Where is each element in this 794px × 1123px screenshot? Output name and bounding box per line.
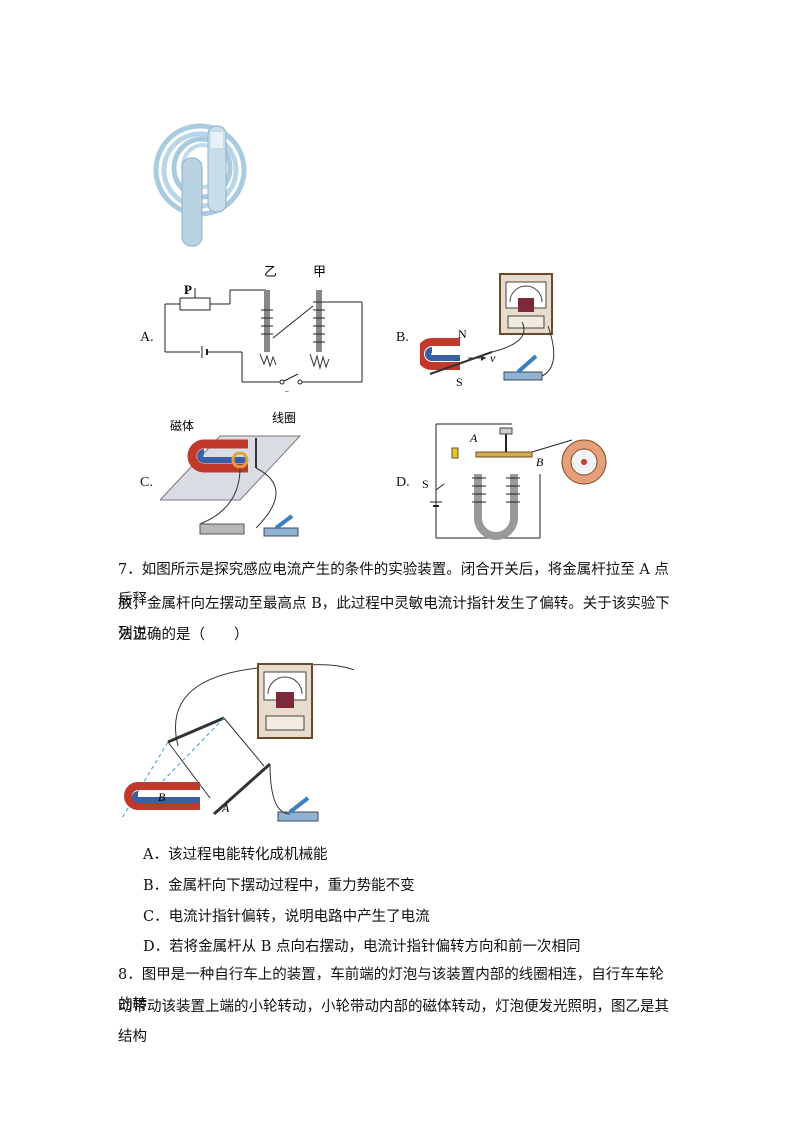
switch-s-label: S xyxy=(422,477,429,491)
point-a-label: A xyxy=(221,801,230,815)
question-7-stem-line-1: 7．如图所示是探究感应电流产生的条件的实验装置。闭合开关后，将金属杆拉至 A 点… xyxy=(118,562,669,608)
jump-rope-image xyxy=(153,123,247,247)
question-7-choice-b: B．金属杆向下摆动过程中，重力势能不变 xyxy=(143,878,415,894)
question-7-choice-a: A．该过程电能转化成机械能 xyxy=(143,847,328,863)
question-8-stem-line-2: 动带动该装置上端的小轮转动，小轮带动内部的磁体转动，灯泡便发光照明，图乙是其结构 xyxy=(118,999,669,1045)
question-7-choice-d: D．若将金属杆从 B 点向右摆动，电流计指针偏转方向和前一次相同 xyxy=(143,939,581,955)
point-a-label: A xyxy=(469,431,478,445)
question-7-stem-line-2: 放，金属杆向左摆动至最高点 B，此过程中灵敏电流计指针发生了偏转。关于该实验下列… xyxy=(118,596,670,642)
core-left-label: 乙 xyxy=(264,264,277,279)
option-d-label: D. xyxy=(396,475,410,490)
pole-n-label: N xyxy=(458,327,467,341)
switch-s-label: S xyxy=(283,388,290,392)
option-d-apparatus-diagram: S A B xyxy=(422,423,607,540)
velocity-v-label: v xyxy=(490,351,496,365)
option-a-circuit-diagram: 乙 甲 P S xyxy=(164,264,363,392)
question-7-stem-line-3: 法正确的是（ ） xyxy=(118,627,249,643)
coil-label: 线圈 xyxy=(272,411,296,425)
question-8-stem-line-1: 8．图甲是一种自行车上的装置，车前端的灯泡与该装置内部的线圈相连，自行车车轮的转 xyxy=(118,967,664,1013)
pole-s-label: S xyxy=(456,375,463,389)
rheostat-p-label: P xyxy=(184,282,192,297)
option-b-apparatus-diagram: N v S xyxy=(420,273,555,389)
option-c-apparatus-diagram: 磁体 线圈 xyxy=(160,411,302,537)
core-right-label: 甲 xyxy=(313,264,326,279)
option-b-label: B. xyxy=(396,330,409,345)
point-b-label: B xyxy=(158,790,166,804)
option-c-label: C. xyxy=(140,475,153,490)
magnet-label: 磁体 xyxy=(170,418,194,433)
question-7-choice-c: C．电流计指针偏转，说明电路中产生了电流 xyxy=(143,909,430,925)
option-a-label: A. xyxy=(140,330,154,345)
point-b-label: B xyxy=(536,455,544,469)
question-7-apparatus-diagram: B A xyxy=(121,663,354,822)
